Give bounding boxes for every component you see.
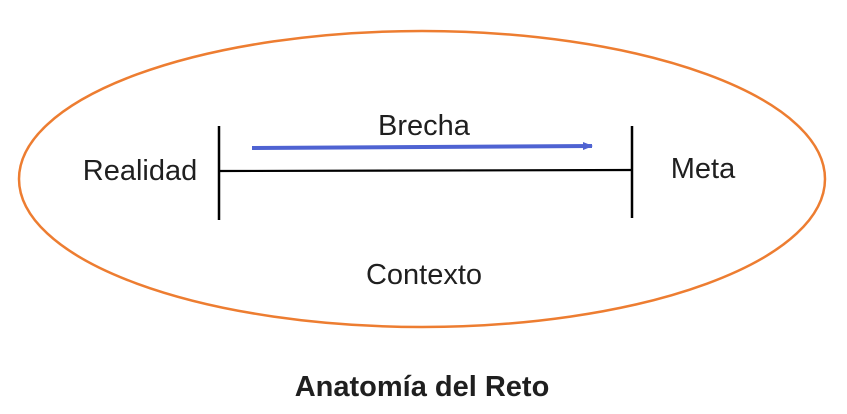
goal-label: Meta bbox=[671, 153, 736, 185]
gap-arrow bbox=[251, 142, 593, 151]
context-label: Contexto bbox=[366, 259, 482, 291]
diagram-caption: Anatomía del Reto bbox=[295, 371, 550, 403]
reality-label: Realidad bbox=[83, 155, 197, 187]
context-ellipse bbox=[17, 29, 827, 329]
reality-goal-connector bbox=[218, 168, 633, 173]
gap-label: Brecha bbox=[378, 110, 471, 142]
